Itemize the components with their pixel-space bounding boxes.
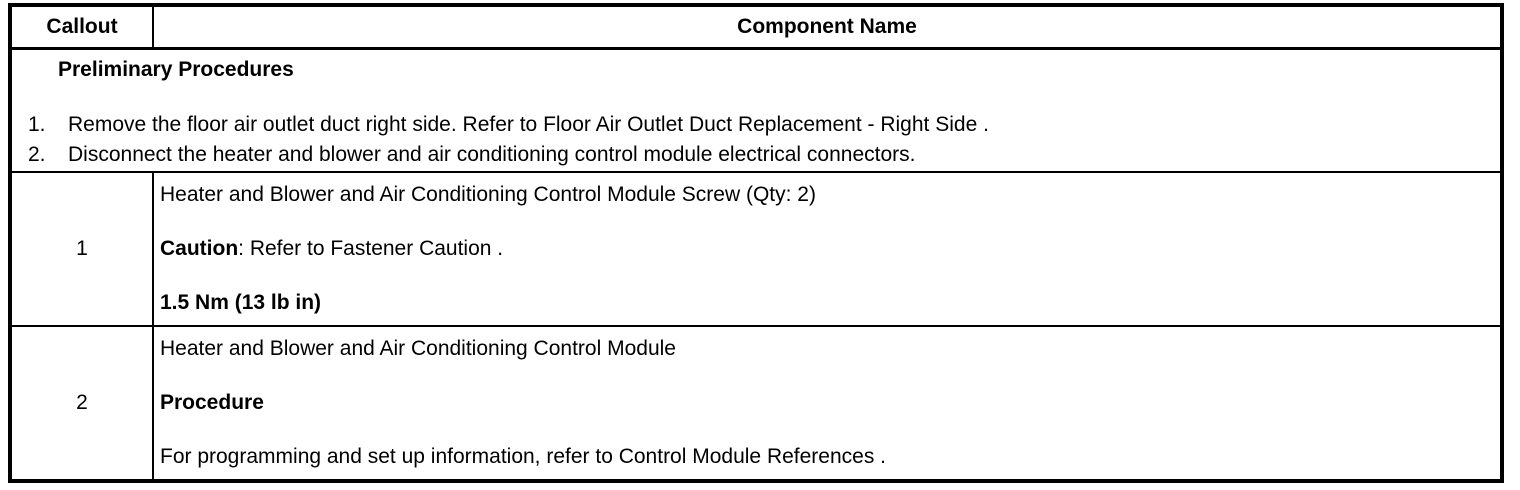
preliminary-procedures-section: Preliminary Procedures 1. Remove the flo… — [12, 50, 1500, 173]
component-description-cell: Heater and Blower and Air Conditioning C… — [154, 327, 1500, 479]
component-callout-table: Callout Component Name Preliminary Proce… — [8, 3, 1504, 483]
step-text: Disconnect the heater and blower and air… — [68, 143, 916, 166]
header-callout: Callout — [12, 7, 154, 47]
component-line: Caution: Refer to Fastener Caution . — [160, 236, 1490, 262]
callout-value: 1 — [12, 173, 154, 325]
component-line-text: Heater and Blower and Air Conditioning C… — [160, 183, 816, 206]
preliminary-procedures-title: Preliminary Procedures — [58, 58, 294, 81]
component-line: Procedure — [160, 390, 1490, 416]
component-line-text: : Refer to Fastener Caution . — [238, 237, 504, 260]
callout-value: 2 — [12, 327, 154, 479]
step-text: Remove the floor air outlet duct right s… — [68, 113, 989, 136]
preliminary-step-1: 1. Remove the floor air outlet duct righ… — [28, 110, 1500, 140]
preliminary-step-2: 2. Disconnect the heater and blower and … — [28, 140, 1500, 170]
step-number: 1. — [28, 113, 46, 136]
component-line-bold: Procedure — [160, 391, 264, 414]
component-line-bold: Caution — [160, 237, 239, 260]
component-line: Heater and Blower and Air Conditioning C… — [160, 182, 1490, 208]
header-component-name: Component Name — [737, 15, 917, 38]
component-description-cell: Heater and Blower and Air Conditioning C… — [154, 173, 1500, 325]
component-line-bold: 1.5 Nm (13 lb in) — [160, 291, 322, 314]
component-line-text: Heater and Blower and Air Conditioning C… — [160, 337, 676, 360]
table-header-row: Callout Component Name — [12, 7, 1500, 50]
table-row-callout-1: 1 Heater and Blower and Air Conditioning… — [12, 173, 1500, 327]
table-row-callout-2: 2 Heater and Blower and Air Conditioning… — [12, 327, 1500, 479]
preliminary-steps-list: 1. Remove the floor air outlet duct righ… — [12, 110, 1500, 170]
step-number: 2. — [28, 143, 46, 166]
component-line: Heater and Blower and Air Conditioning C… — [160, 336, 1490, 362]
component-line: 1.5 Nm (13 lb in) — [160, 290, 1490, 316]
component-line: For programming and set up information, … — [160, 444, 1490, 470]
component-line-text: For programming and set up information, … — [160, 445, 887, 468]
